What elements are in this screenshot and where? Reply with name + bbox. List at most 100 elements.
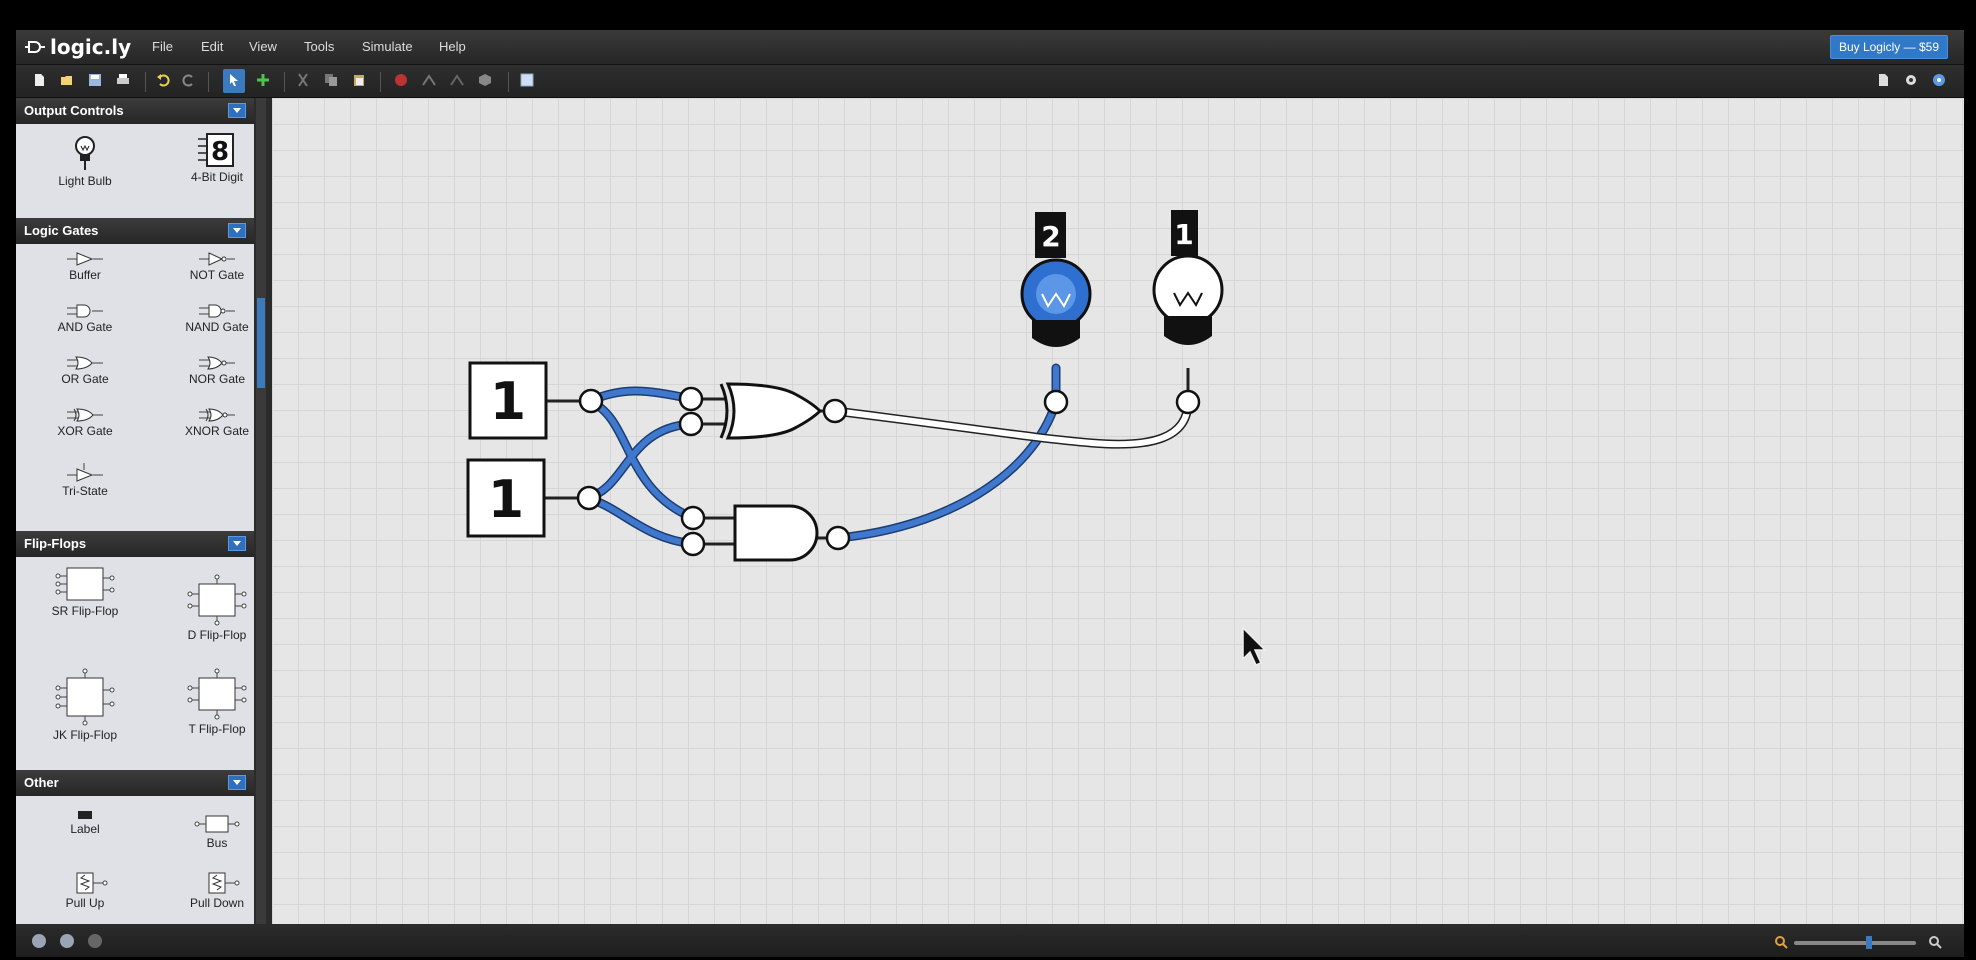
print-icon[interactable] (116, 73, 130, 87)
xor-output-node[interactable] (822, 398, 848, 424)
section-header-output-controls[interactable]: Output Controls (16, 98, 254, 124)
palette-scrollbar-thumb[interactable] (257, 298, 265, 388)
redo-icon[interactable] (182, 73, 196, 87)
stop-icon[interactable] (394, 73, 408, 87)
palette-item-label: NOR Gate (188, 372, 245, 386)
collapse-dropdown-icon[interactable] (228, 103, 246, 118)
collapse-dropdown-icon[interactable] (228, 775, 246, 790)
palette-item-t-flip-flop[interactable]: T Flip-Flop (162, 668, 254, 736)
label-right[interactable]: 1 (1171, 210, 1198, 256)
palette-item-label: Pull Down (189, 896, 245, 910)
simulate-icon[interactable] (478, 73, 492, 87)
switch-b-output-node[interactable] (576, 485, 602, 511)
switch-a-output-node[interactable] (578, 388, 604, 414)
step-icon[interactable] (422, 73, 436, 87)
paste-icon[interactable] (352, 73, 366, 87)
digit-display-icon: 8 (198, 133, 234, 167)
select-pointer-icon[interactable] (227, 73, 241, 87)
menu-edit[interactable]: Edit (201, 39, 224, 54)
palette-item-not-gate[interactable]: NOT Gate (162, 252, 254, 282)
light-bulb-icon (75, 136, 95, 170)
collapse-dropdown-icon[interactable] (228, 536, 246, 551)
and-input-node-1[interactable] (680, 505, 706, 531)
palette-item-label: Light Bulb (58, 174, 112, 188)
open-folder-icon[interactable] (60, 73, 74, 87)
new-file-icon[interactable] (32, 73, 46, 87)
add-icon[interactable] (256, 73, 270, 87)
palette-item-buffer[interactable]: Buffer (30, 252, 140, 282)
bulb-left-filament (1041, 292, 1071, 308)
reset-icon[interactable] (88, 934, 102, 948)
zoom-out-icon[interactable] (1774, 935, 1788, 949)
pull-down-resistor-icon (208, 872, 240, 894)
zoom-slider-thumb[interactable] (1866, 936, 1872, 949)
cut-icon[interactable] (296, 73, 310, 87)
menu-tools[interactable]: Tools (304, 39, 335, 54)
copy-icon[interactable] (324, 73, 338, 87)
bulb-left-input-node[interactable] (1043, 389, 1069, 415)
palette-item-sr-flip-flop[interactable]: SR Flip-Flop (30, 566, 140, 618)
settings-gear-icon[interactable] (1904, 73, 1918, 87)
palette-item-nand-gate[interactable]: NAND Gate (162, 304, 254, 334)
menu-view[interactable]: View (249, 39, 277, 54)
palette-item-label-component[interactable]: Label (30, 810, 140, 836)
zoom-in-icon[interactable] (1928, 935, 1942, 949)
palette-item-light-bulb[interactable]: Light Bulb (30, 134, 140, 188)
palette-item-4-bit-digit[interactable]: 8 4-Bit Digit (162, 132, 254, 184)
and-input-node-2[interactable] (680, 531, 706, 557)
palette-item-and-gate[interactable]: AND Gate (30, 304, 140, 334)
palette-item-label: T Flip-Flop (188, 722, 246, 736)
section-header-flip-flops[interactable]: Flip-Flops (16, 531, 254, 557)
switch-a-box[interactable] (468, 361, 548, 440)
inactive-wire (834, 401, 1191, 448)
xor-input-node-1[interactable] (678, 386, 704, 412)
pull-up-resistor-icon (76, 872, 108, 894)
xor-gate[interactable] (691, 382, 835, 440)
document-icon[interactable] (1876, 73, 1890, 87)
xor-input-node-2[interactable] (678, 411, 704, 437)
play-pause-icon[interactable] (32, 934, 46, 948)
and-gate[interactable] (693, 504, 838, 562)
toggle-switch-a[interactable]: 1 (468, 361, 548, 440)
bulb-right-filament (1173, 291, 1203, 307)
menu-help[interactable]: Help (439, 39, 466, 54)
undo-icon[interactable] (156, 73, 170, 87)
palette-item-pull-up[interactable]: Pull Up (30, 872, 140, 910)
grid-icon[interactable] (520, 73, 534, 87)
toggle-switch-b[interactable]: 1 (466, 458, 546, 538)
palette-item-nor-gate[interactable]: NOR Gate (162, 356, 254, 386)
palette-item-pull-down[interactable]: Pull Down (162, 872, 254, 910)
palette-item-d-flip-flop[interactable]: D Flip-Flop (162, 574, 254, 642)
palette-item-label: NOT Gate (189, 268, 245, 282)
light-bulb-right-off[interactable] (1152, 254, 1224, 345)
palette-item-tri-state[interactable]: Tri-State (30, 462, 140, 498)
zoom-slider-track[interactable] (1794, 941, 1916, 945)
section-header-logic-gates[interactable]: Logic Gates (16, 218, 254, 244)
palette-item-label: Label (70, 822, 100, 836)
circuit-canvas[interactable]: 1 1 (272, 98, 1964, 924)
buffer-gate-icon (67, 252, 103, 266)
xor-gate-icon (67, 408, 103, 422)
collapse-dropdown-icon[interactable] (228, 223, 246, 238)
and-output-node[interactable] (825, 525, 851, 551)
palette-item-xor-gate[interactable]: XOR Gate (30, 408, 140, 438)
buy-logicly-button[interactable]: Buy Logicly — $59 (1829, 35, 1948, 59)
palette-scrollbar[interactable] (256, 98, 266, 924)
switch-b-box[interactable] (466, 458, 546, 538)
palette-item-or-gate[interactable]: OR Gate (30, 356, 140, 386)
label-left-box (1035, 212, 1066, 258)
step-back-icon[interactable] (450, 73, 464, 87)
help-icon[interactable] (1932, 73, 1946, 87)
save-icon[interactable] (88, 73, 102, 87)
bulb-right-input-node[interactable] (1175, 389, 1201, 415)
label-left[interactable]: 2 (1035, 212, 1066, 258)
palette-item-xnor-gate[interactable]: XNOR Gate (162, 408, 254, 438)
section-header-other[interactable]: Other (16, 770, 254, 796)
menu-simulate[interactable]: Simulate (362, 39, 413, 54)
step-forward-icon[interactable] (60, 934, 74, 948)
palette-item-bus[interactable]: Bus (162, 814, 254, 850)
menu-file[interactable]: File (152, 39, 173, 54)
palette-item-label: 4-Bit Digit (190, 170, 243, 184)
palette-item-jk-flip-flop[interactable]: JK Flip-Flop (30, 668, 140, 742)
light-bulb-left-on[interactable] (1020, 258, 1092, 347)
